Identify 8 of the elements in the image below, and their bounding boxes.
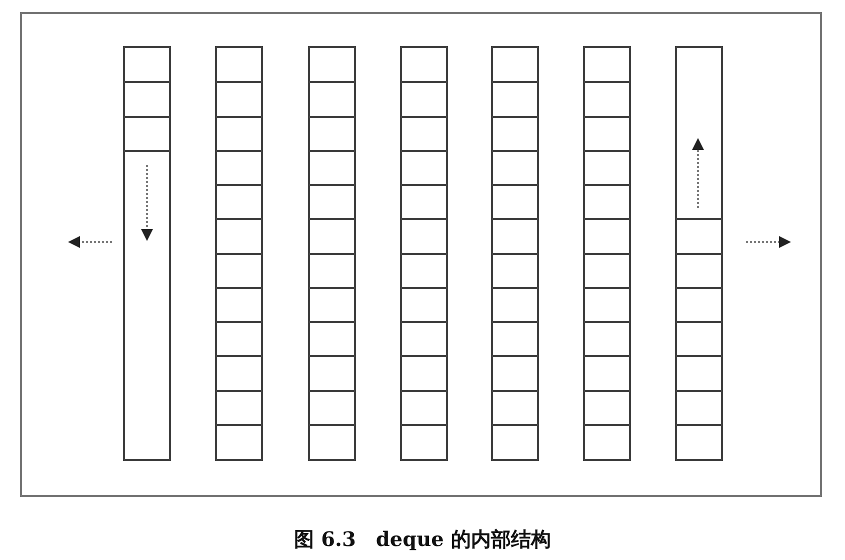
- memory-block: [123, 46, 171, 461]
- memory-block: [675, 46, 723, 461]
- figure-caption: 图 6.3 deque 的内部结构: [293, 526, 552, 553]
- memory-block: [215, 46, 263, 461]
- memory-block: [308, 46, 356, 461]
- memory-block: [583, 46, 631, 461]
- memory-block: [400, 46, 448, 461]
- memory-block: [491, 46, 539, 461]
